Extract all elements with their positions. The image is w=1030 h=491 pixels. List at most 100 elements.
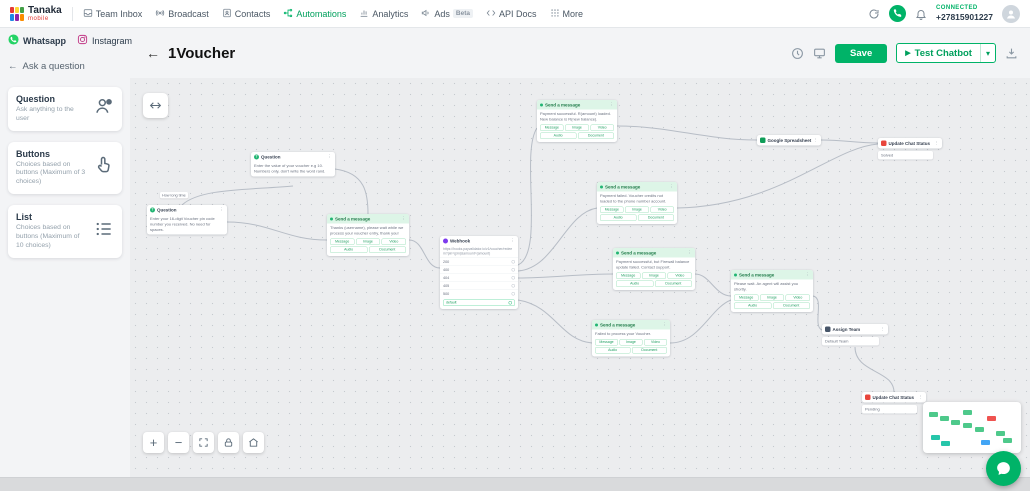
node-button-message[interactable]: Message <box>600 206 624 213</box>
node-menu-icon[interactable]: ⋮ <box>327 154 333 159</box>
notifications-bell-icon[interactable] <box>915 8 927 20</box>
node-button-audio[interactable]: Audio <box>616 280 654 287</box>
flow-node-msg-balance-update-failed[interactable]: Send a message⋮Payment successful, but F… <box>613 248 695 290</box>
flow-node-assign-team[interactable]: Assign Team⋮ Default Team <box>822 324 888 346</box>
node-menu-icon[interactable]: ⋮ <box>219 207 225 212</box>
flow-node-msg-agent-assist[interactable]: Send a message⋮Please wait. An agent wil… <box>731 270 813 312</box>
sync-icon[interactable] <box>868 8 880 20</box>
node-menu-icon[interactable]: ⋮ <box>401 216 407 221</box>
node-button-document[interactable]: Document <box>631 346 667 354</box>
node-menu-icon[interactable]: ⋮ <box>662 322 668 327</box>
connector-port-icon[interactable] <box>511 291 515 296</box>
node-button-message[interactable]: Message <box>734 294 759 301</box>
node-button-image[interactable]: Image <box>619 338 643 346</box>
nav-item-api-docs[interactable]: API Docs <box>486 8 537 20</box>
webhook-response-row-405[interactable]: 405 <box>440 281 518 289</box>
node-menu-icon[interactable]: ⋮ <box>687 250 693 255</box>
node-button-image[interactable]: Image <box>641 272 667 279</box>
action-node-value[interactable]: Solved <box>878 151 934 160</box>
node-button-message[interactable]: Message <box>540 124 564 131</box>
node-button-video[interactable]: Video <box>644 338 667 346</box>
node-button-video[interactable]: Video <box>381 238 407 245</box>
node-button-audio[interactable]: Audio <box>595 346 631 354</box>
node-menu-icon[interactable]: ⋮ <box>609 102 615 107</box>
flow-node-status-solved[interactable]: Update Chat Status⋮Solved <box>878 138 942 160</box>
node-menu-icon[interactable]: ⋮ <box>669 184 675 189</box>
node-menu-icon[interactable]: ⋮ <box>934 140 940 146</box>
history-icon[interactable] <box>791 47 804 60</box>
connector-port-icon[interactable] <box>508 300 512 305</box>
node-button-document[interactable]: Document <box>637 214 674 221</box>
flow-node-google-spreadsheet[interactable]: Google Spreadsheet⋮ <box>757 135 821 146</box>
node-button-message[interactable]: Message <box>595 338 618 346</box>
save-button[interactable]: Save <box>835 43 888 63</box>
home-button[interactable] <box>243 432 264 453</box>
flow-node-question-voucher-value[interactable]: ?Question⋮Enter the value of your vouche… <box>251 152 335 177</box>
webhook-response-row-400[interactable]: 400 <box>440 265 518 273</box>
zoom-in-button[interactable]: + <box>143 432 164 453</box>
app-logo[interactable]: Tanaka mobile <box>10 5 62 22</box>
connector-port-icon[interactable] <box>511 275 515 280</box>
lock-button[interactable] <box>218 432 239 453</box>
node-menu-icon[interactable]: ⋮ <box>510 238 516 243</box>
flow-node-status-pending[interactable]: Update Chat Status⋮ Pending <box>862 392 926 414</box>
export-icon[interactable] <box>1005 47 1018 60</box>
nav-item-broadcast[interactable]: Broadcast <box>155 8 209 20</box>
connector-port-icon[interactable] <box>511 267 515 272</box>
nav-item-analytics[interactable]: Analytics <box>359 8 408 20</box>
zoom-out-button[interactable]: − <box>168 432 189 453</box>
nav-item-team-inbox[interactable]: Team Inbox <box>83 8 142 20</box>
node-button-image[interactable]: Image <box>759 294 785 301</box>
action-node-value[interactable]: Default Team <box>822 337 879 346</box>
flow-node-webhook-validate[interactable]: Webhook⋮https://hooks.payvalidator.io/v1… <box>440 236 518 309</box>
webhook-response-row-500[interactable]: 500 <box>440 289 518 297</box>
action-node-card[interactable]: Google Spreadsheet⋮ <box>757 135 821 146</box>
node-button-video[interactable]: Video <box>785 294 811 301</box>
action-node-card[interactable]: Update Chat Status⋮ <box>862 392 926 403</box>
fullscreen-button[interactable] <box>193 432 214 453</box>
user-avatar[interactable] <box>1002 4 1020 23</box>
flow-back-icon[interactable]: ← <box>146 45 160 61</box>
action-node-card[interactable]: Assign Team⋮ <box>822 324 888 335</box>
back-link[interactable]: ← Ask a question <box>8 61 122 72</box>
fit-view-button[interactable] <box>143 93 168 118</box>
test-chatbot-button[interactable]: ▶ Test Chatbot ▾ <box>896 43 996 63</box>
node-menu-icon[interactable]: ⋮ <box>813 137 819 143</box>
node-button-video[interactable]: Video <box>650 206 674 213</box>
flow-canvas[interactable]: How long time Send a message⋮Payment suc… <box>130 78 1030 477</box>
node-menu-icon[interactable]: ⋮ <box>918 394 924 400</box>
flow-node-msg-voucher-failed[interactable]: Send a message⋮Failed to process your Vo… <box>592 320 670 357</box>
node-menu-icon[interactable]: ⋮ <box>880 326 886 332</box>
nav-item-automations[interactable]: Automations <box>283 8 346 20</box>
node-button-image[interactable]: Image <box>625 206 649 213</box>
node-button-document[interactable]: Document <box>654 280 692 287</box>
connector-port-icon[interactable] <box>511 283 515 288</box>
node-button-audio[interactable]: Audio <box>330 246 368 253</box>
node-button-message[interactable]: Message <box>616 272 641 279</box>
node-button-audio[interactable]: Audio <box>540 132 577 139</box>
flow-node-msg-payment-success[interactable]: Send a message⋮Payment successful. R(amo… <box>537 100 617 142</box>
node-button-video[interactable]: Video <box>667 272 693 279</box>
node-button-audio[interactable]: Audio <box>734 302 772 309</box>
node-button-message[interactable]: Message <box>330 238 355 245</box>
node-button-audio[interactable]: Audio <box>600 214 637 221</box>
minimap[interactable] <box>923 402 1021 453</box>
node-menu-icon[interactable]: ⋮ <box>805 272 811 277</box>
chat-launcher-button[interactable] <box>986 451 1021 486</box>
node-button-video[interactable]: Video <box>590 124 614 131</box>
flow-node-msg-processing[interactable]: Send a message⋮Thanks (username), please… <box>327 214 409 256</box>
node-button-document[interactable]: Document <box>577 132 614 139</box>
channel-tab-whatsapp[interactable]: Whatsapp <box>8 34 66 47</box>
connector-port-icon[interactable] <box>511 259 515 264</box>
device-preview-icon[interactable] <box>813 47 826 60</box>
nav-item-more[interactable]: More <box>550 8 583 20</box>
webhook-response-row-404[interactable]: 404 <box>440 273 518 281</box>
action-node-value[interactable]: Pending <box>862 405 918 414</box>
webhook-response-row-200[interactable]: 200 <box>440 257 518 265</box>
node-button-image[interactable]: Image <box>565 124 589 131</box>
node-button-document[interactable]: Document <box>368 246 406 253</box>
